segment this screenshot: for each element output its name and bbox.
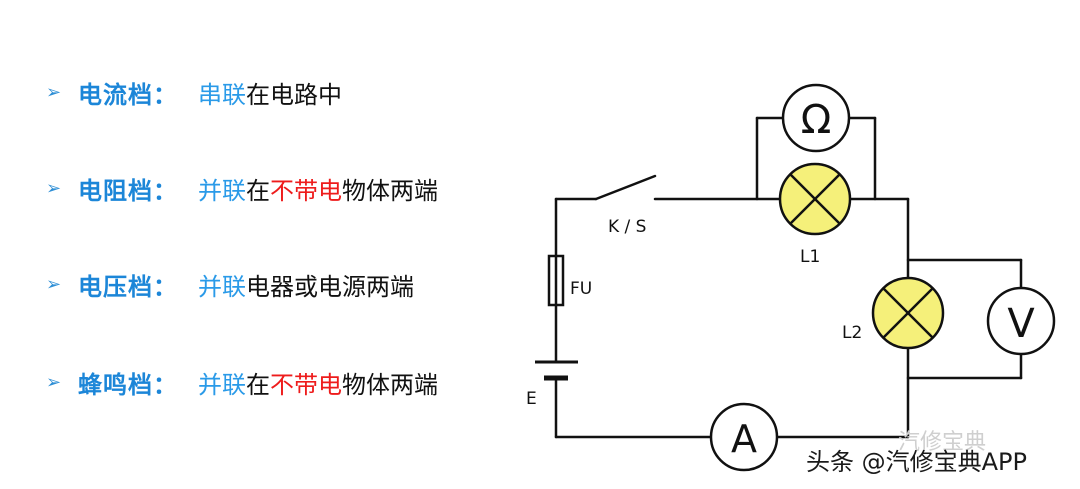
arrow-bullet-icon: ➢ <box>46 273 62 295</box>
mode-text: 串联 <box>198 80 246 109</box>
row-label: 电阻档： <box>78 176 178 205</box>
amp-symbol: A <box>731 417 757 461</box>
list-row-current: ➢ 电流档： 串联在电路中 <box>46 72 342 112</box>
arrow-bullet-icon: ➢ <box>46 81 62 103</box>
ohmmeter-icon <box>781 83 851 153</box>
warning-text: 不带电 <box>270 176 342 205</box>
row-label: 电流档： <box>78 80 178 109</box>
ammeter-icon <box>709 402 779 472</box>
lamp-l2-label: L2 <box>842 323 862 343</box>
row-label: 电压档： <box>78 272 178 301</box>
fuse-label: FU <box>570 279 592 299</box>
battery-label: E <box>526 389 537 409</box>
list-row-voltage: ➢ 电压档： 并联电器或电源两端 <box>46 264 414 304</box>
watermark-logo-text: 汽修宝典 <box>898 430 987 455</box>
ohm-symbol: Ω <box>801 97 832 143</box>
list-row-resistance: ➢ 电阻档： 并联在不带电物体两端 <box>46 168 438 208</box>
lamp-l1-label: L1 <box>800 247 820 267</box>
mode-text: 并联 <box>198 176 246 205</box>
mode-text: 并联 <box>198 272 246 301</box>
list-row-buzzer: ➢ 蜂鸣档： 并联在不带电物体两端 <box>46 362 438 402</box>
lamp-cross <box>882 287 934 339</box>
arrow-bullet-icon: ➢ <box>46 371 62 393</box>
arrow-bullet-icon: ➢ <box>46 177 62 199</box>
rest-text: 电器或电源两端 <box>246 272 414 301</box>
rest-text: 在 <box>246 176 270 205</box>
watermark-attribution: 头条 @汽修宝典APP <box>806 448 1027 476</box>
voltmeter-icon <box>986 286 1056 356</box>
switch-label: K / S <box>608 217 646 237</box>
tail-text: 物体两端 <box>342 176 438 205</box>
lamp-cross <box>789 173 841 225</box>
mode-text: 并联 <box>198 370 246 399</box>
rest-text: 在 <box>246 370 270 399</box>
warning-text: 不带电 <box>270 370 342 399</box>
row-label: 蜂鸣档： <box>78 370 178 399</box>
volt-symbol: V <box>1007 301 1035 347</box>
switch-blade <box>594 174 657 201</box>
tail-text: 物体两端 <box>342 370 438 399</box>
rest-text: 在电路中 <box>246 80 342 109</box>
